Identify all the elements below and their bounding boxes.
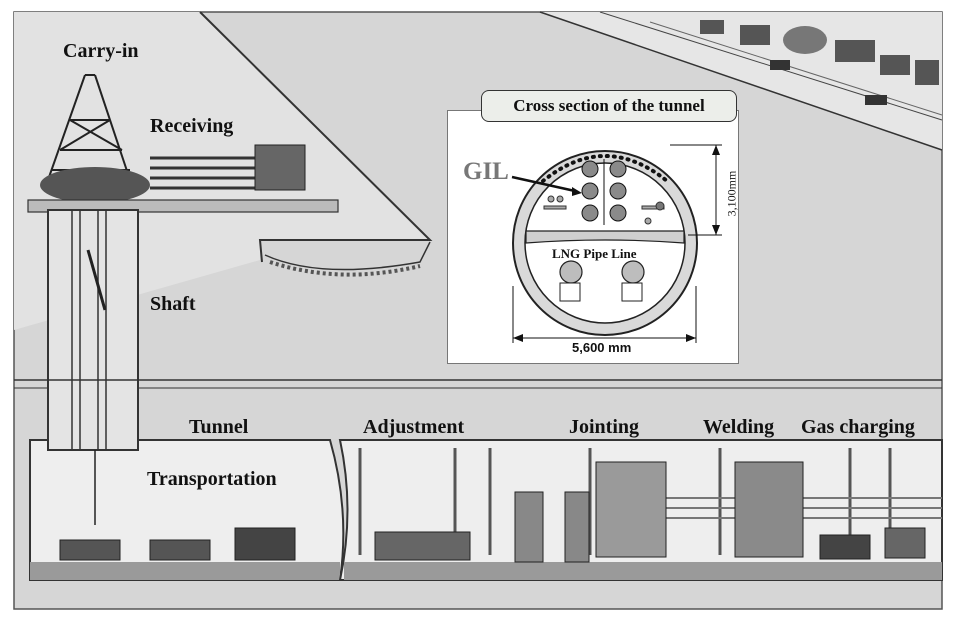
cross-section-title: Cross section of the tunnel xyxy=(481,90,737,122)
tunnel-floor-right xyxy=(344,562,942,580)
shaft-rails xyxy=(71,210,107,450)
cross-section-panel xyxy=(447,110,739,364)
gas-charging-label: Gas charging xyxy=(801,416,915,438)
tunnel-floor-left xyxy=(30,562,340,580)
cross-section-drawing xyxy=(511,144,722,343)
width-dimension-label: 5,600 mm xyxy=(572,340,632,355)
refinery-buildings xyxy=(700,20,939,105)
tunnel-equipment xyxy=(59,461,926,563)
jointing-label: Jointing xyxy=(569,416,640,438)
pipe-stack xyxy=(150,156,260,190)
shaft xyxy=(47,209,139,451)
height-dimension-label: 3,100mm xyxy=(724,170,739,217)
transportation-label: Transportation xyxy=(147,468,277,490)
receiving-label: Receiving xyxy=(150,115,234,137)
lng-pipe-line-label: LNG Pipe Line xyxy=(552,246,637,261)
gil-label: GIL xyxy=(463,158,509,185)
shaft-label: Shaft xyxy=(150,293,196,315)
gil-pipes xyxy=(581,160,627,222)
welding-label: Welding xyxy=(703,416,775,438)
tunnel-label: Tunnel xyxy=(189,416,249,438)
carry-in-label: Carry-in xyxy=(63,40,139,62)
truck xyxy=(254,144,306,191)
adjustment-label: Adjustment xyxy=(363,416,465,438)
crane-base xyxy=(40,167,150,203)
